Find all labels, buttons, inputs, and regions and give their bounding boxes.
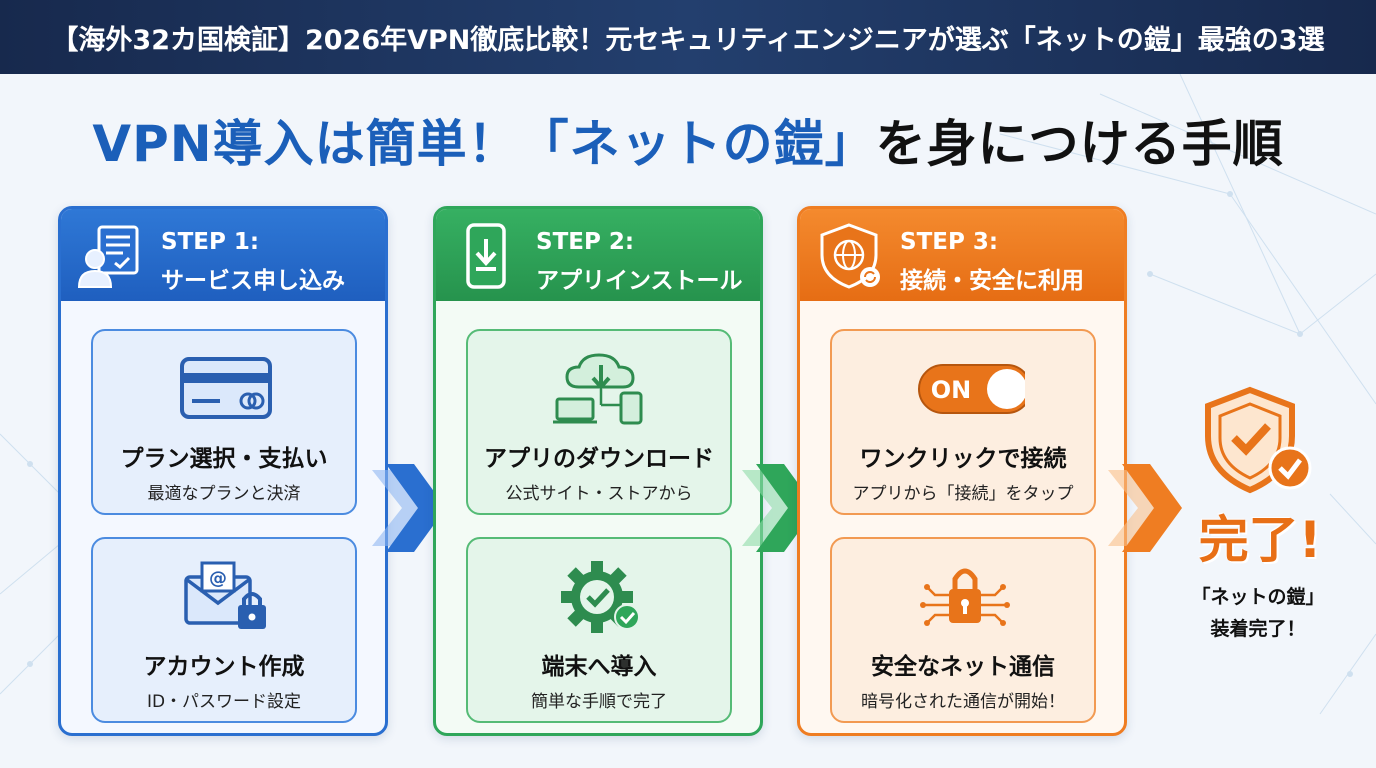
application-form-user-icon	[77, 225, 139, 288]
email-lock-icon: @	[184, 561, 266, 629]
padlock-circuit-icon	[920, 568, 1010, 626]
card-subtitle: 簡単な手順で完了	[531, 692, 667, 712]
card-title: プラン選択・支払い	[120, 446, 328, 472]
step-1-title: サービス申し込み	[161, 268, 345, 294]
step-3-card-connect: ON ワンクリックで接続 アプリから「接続」をタップ	[830, 329, 1096, 515]
card-subtitle: 公式サイト・ストアから	[505, 484, 693, 504]
card-subtitle: 暗号化された通信が開始！	[861, 692, 1065, 712]
credit-card-icon	[180, 357, 272, 419]
cloud-download-devices-icon	[553, 353, 643, 425]
step-3-card-secure: 安全なネット通信 暗号化された通信が開始！	[830, 537, 1096, 723]
step-2-header: STEP 2: アプリインストール	[436, 209, 760, 301]
step-2-card-install: 端末へ導入 簡単な手順で完了	[466, 537, 732, 723]
step-1-number: STEP 1:	[161, 229, 260, 255]
toggle-on-icon: ON	[918, 364, 1025, 414]
step-3-panel: STEP 3: 接続・安全に利用 ON ワンクリックで接続 アプリから「接続」を…	[797, 206, 1127, 736]
card-title: アカウント作成	[143, 654, 305, 680]
card-title: 端末へ導入	[541, 654, 657, 680]
step-1-panel: STEP 1: サービス申し込み プラン選択・支払い 最適なプランと決済 @ ア…	[58, 206, 388, 736]
step-3-header: STEP 3: 接続・安全に利用	[800, 209, 1124, 301]
step-2-card-download: アプリのダウンロード 公式サイト・ストアから	[466, 329, 732, 515]
card-subtitle: アプリから「接続」をタップ	[852, 484, 1074, 504]
article-title: 【海外32カ国検証】2026年VPN徹底比較！元セキュリティエンジニアが選ぶ「ネ…	[51, 24, 1325, 56]
step-2-title: アプリインストール	[536, 268, 743, 294]
toggle-label: ON	[931, 376, 972, 404]
step-1-card-account: @ アカウント作成 ID・パスワード設定	[91, 537, 357, 723]
background-network-pattern	[0, 74, 1376, 715]
chevron-right-arrow-icon	[1108, 464, 1182, 552]
card-title: ワンクリックで接続	[859, 446, 1067, 472]
step-2-number: STEP 2:	[536, 229, 635, 255]
step-3-number: STEP 3:	[900, 229, 999, 255]
card-subtitle: 最適なプランと決済	[147, 484, 301, 504]
shield-check-icon	[1205, 386, 1312, 494]
step-2-panel: STEP 2: アプリインストール アプリのダウンロード 公式サイト・ストアから	[433, 206, 763, 736]
card-subtitle: ID・パスワード設定	[146, 692, 302, 712]
article-title-banner: 【海外32カ国検証】2026年VPN徹底比較！元セキュリティエンジニアが選ぶ「ネ…	[0, 0, 1376, 74]
step-1-card-plan: プラン選択・支払い 最適なプランと決済	[91, 329, 357, 515]
card-title: アプリのダウンロード	[484, 446, 714, 472]
completion-label: 完了!	[1198, 511, 1322, 569]
completion-caption-line1: 「ネットの鎧」	[1191, 586, 1325, 608]
heading-rest: を身につける手順	[875, 115, 1284, 173]
heading-highlight: VPN導入は簡単！「ネットの鎧」	[92, 115, 876, 173]
svg-text:@: @	[209, 568, 227, 589]
step-1-header: STEP 1: サービス申し込み	[61, 209, 385, 301]
step-3-title: 接続・安全に利用	[900, 268, 1084, 294]
shield-globe-icon	[820, 223, 880, 289]
card-title: 安全なネット通信	[871, 654, 1055, 680]
gear-check-icon	[561, 561, 640, 633]
page-heading: VPN導入は簡単！「ネットの鎧」を身につける手順	[0, 104, 1376, 176]
completion-caption-line2: 装着完了！	[1210, 618, 1306, 640]
phone-download-icon	[466, 223, 506, 289]
